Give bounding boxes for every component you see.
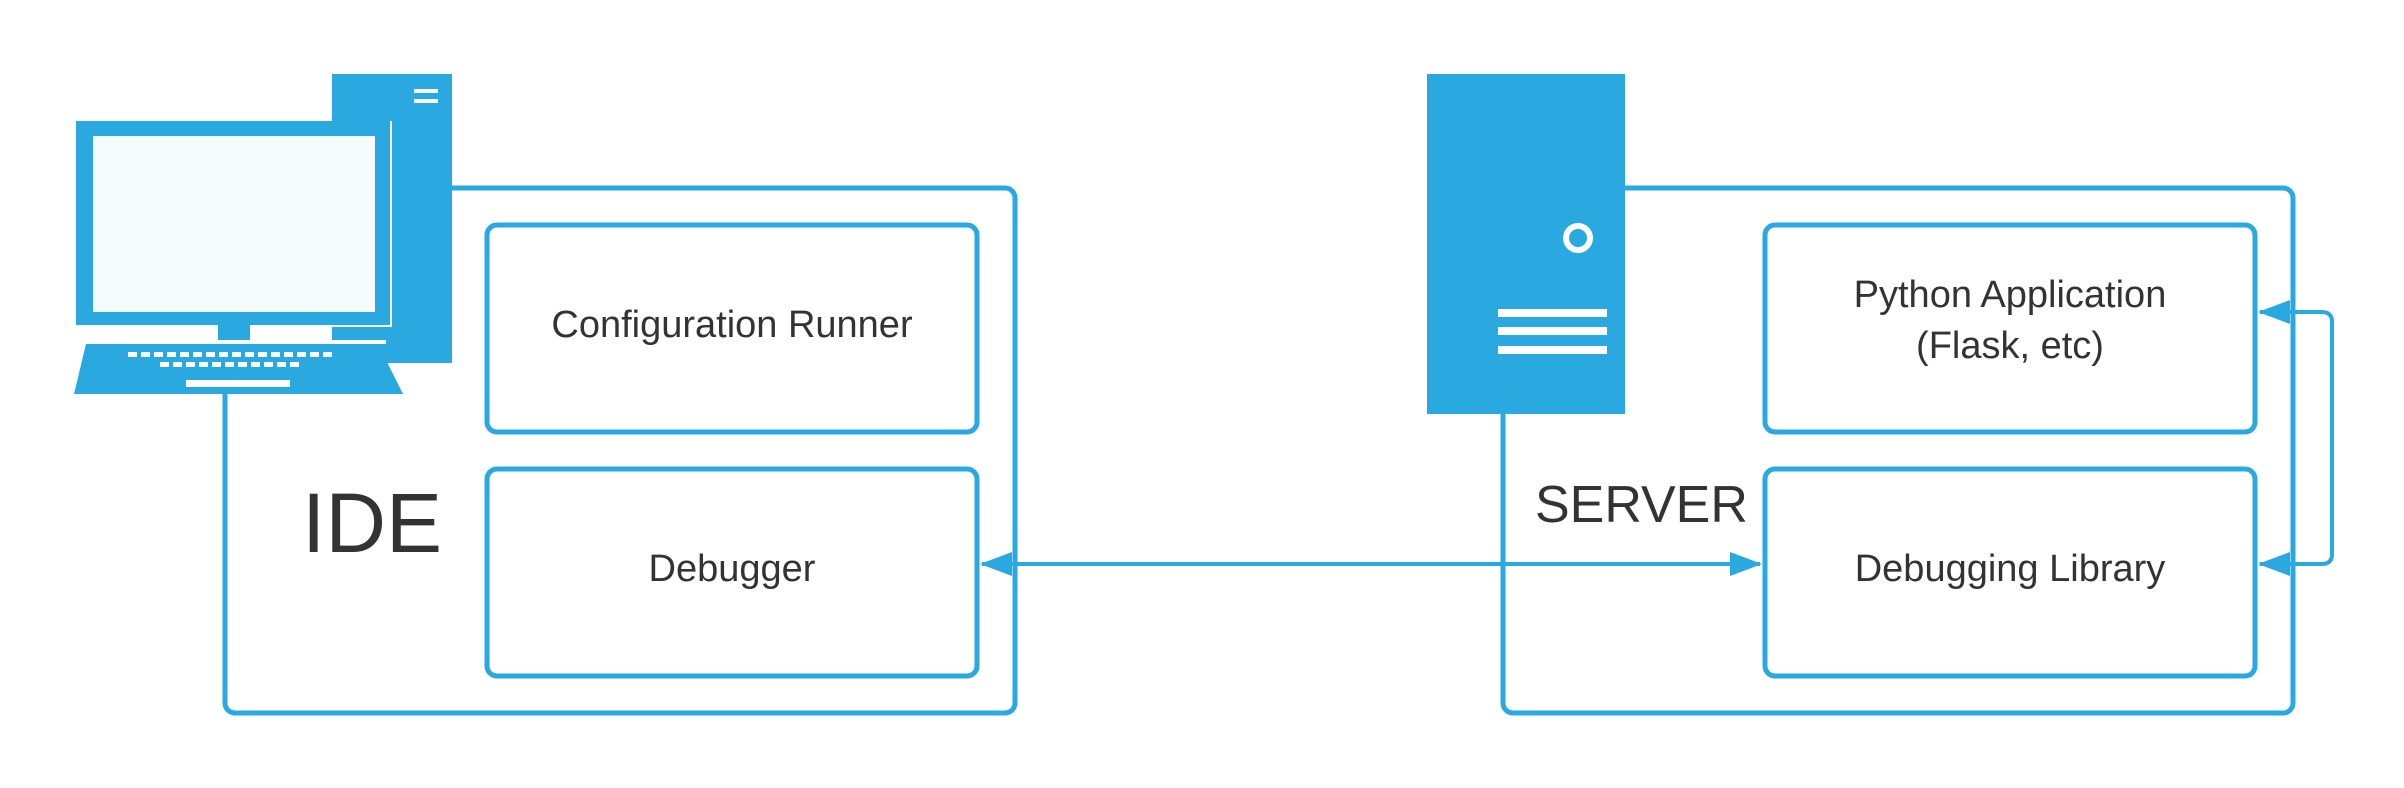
server-label: SERVER (1535, 476, 1748, 534)
debugging-library-box: Debugging Library (1762, 466, 2258, 679)
python-application-sublabel: (Flask, etc) (1916, 325, 2104, 367)
python-application-box: Python Application (Flask, etc) (1762, 222, 2258, 435)
configuration-runner-label: Configuration Runner (551, 304, 913, 346)
python-application-label: Python Application (1854, 274, 2167, 316)
desktop-computer-icon (74, 74, 452, 394)
configuration-runner-box: Configuration Runner (484, 222, 980, 435)
server-group: Python Application (Flask, etc) Debuggin… (1427, 74, 2296, 716)
ide-group: Configuration Runner Debugger IDE (74, 74, 1018, 716)
ide-label: IDE (302, 476, 442, 570)
server-container (1500, 185, 2296, 716)
library-to-application-connector (2258, 300, 2334, 576)
debugger-box: Debugger (484, 466, 980, 679)
ide-container (222, 185, 1018, 716)
debugger-label: Debugger (649, 548, 816, 590)
debugging-library-label: Debugging Library (1855, 548, 2166, 590)
server-tower-icon (1427, 74, 1625, 414)
